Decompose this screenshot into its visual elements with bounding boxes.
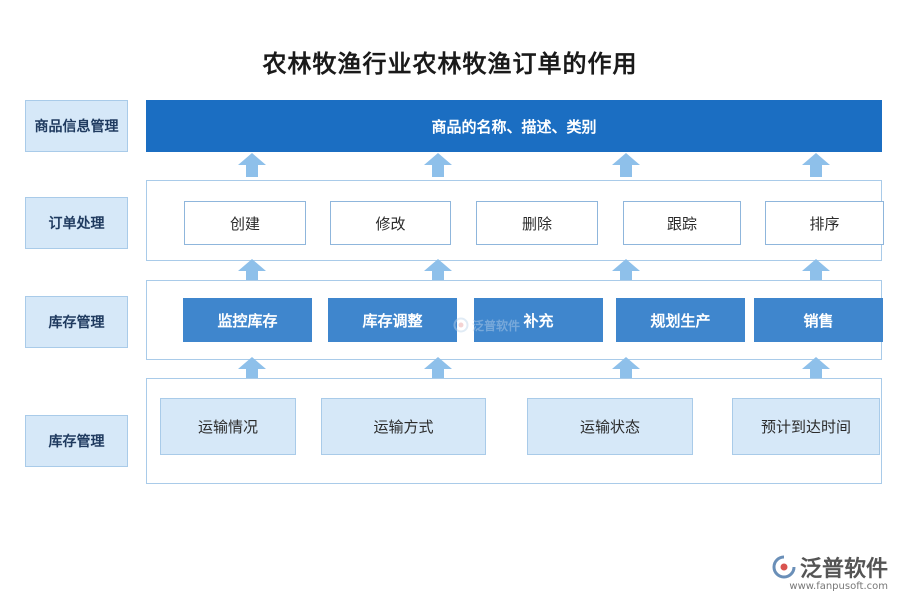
up-arrow-icon (238, 153, 266, 177)
transport-item-method: 运输方式 (321, 398, 486, 455)
up-arrow-icon (612, 259, 640, 283)
side-label-order-processing: 订单处理 (25, 197, 128, 249)
inventory-item-sales: 销售 (754, 298, 883, 342)
order-item-create: 创建 (184, 201, 306, 245)
order-item-track: 跟踪 (623, 201, 741, 245)
fanpu-logo-icon (772, 555, 796, 579)
up-arrow-icon (424, 259, 452, 283)
inventory-item-plan-production: 规划生产 (616, 298, 745, 342)
order-item-sort: 排序 (765, 201, 884, 245)
brand-logo: 泛普软件 www.fanpusoft.com (772, 551, 888, 592)
up-arrow-icon (802, 153, 830, 177)
logo-url: www.fanpusoft.com (789, 581, 888, 592)
up-arrow-icon (802, 259, 830, 283)
side-label-product-info: 商品信息管理 (25, 100, 128, 152)
up-arrow-icon (238, 259, 266, 283)
logo-name: 泛普软件 (799, 557, 888, 582)
inventory-item-monitor: 监控库存 (183, 298, 312, 342)
up-arrow-icon (424, 153, 452, 177)
up-arrow-icon (612, 153, 640, 177)
up-arrow-icon (612, 357, 640, 381)
transport-item-condition: 运输情况 (160, 398, 296, 455)
product-info-band: 商品的名称、描述、类别 (146, 100, 882, 152)
fanpu-logo-icon (453, 317, 469, 333)
up-arrow-icon (238, 357, 266, 381)
order-item-modify: 修改 (330, 201, 451, 245)
page-title: 农林牧渔行业农林牧渔订单的作用 (262, 50, 638, 78)
inventory-item-replenish: 补充 (474, 298, 603, 342)
up-arrow-icon (802, 357, 830, 381)
up-arrow-icon (424, 357, 452, 381)
watermark: 泛普软件 (453, 314, 533, 336)
side-label-inventory-2: 库存管理 (25, 415, 128, 467)
inventory-item-adjust: 库存调整 (328, 298, 457, 342)
transport-item-status: 运输状态 (527, 398, 693, 455)
watermark-text: 泛普软件 (472, 318, 521, 333)
transport-item-eta: 预计到达时间 (732, 398, 880, 455)
side-label-inventory: 库存管理 (25, 296, 128, 348)
order-item-delete: 删除 (476, 201, 598, 245)
